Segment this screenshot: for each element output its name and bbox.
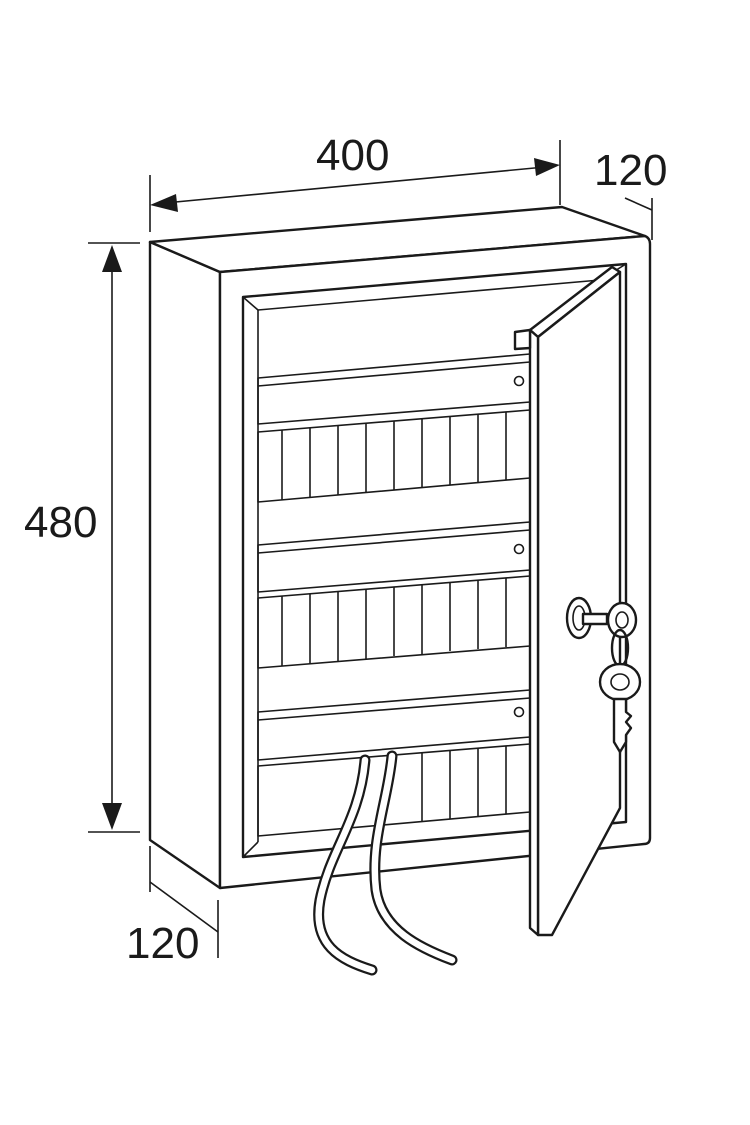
second-key-blade-icon: [612, 697, 633, 754]
width-dimension: 400: [149, 131, 561, 232]
door-hinge-tab: [513, 328, 532, 351]
cable-right-inner: [371, 752, 456, 964]
key-bow-hole: [615, 611, 629, 629]
rail-3-screw: [513, 706, 525, 718]
width-arrow-right: [534, 158, 560, 176]
door-side: [528, 328, 540, 937]
depth-top-label: 120: [594, 146, 667, 195]
width-label: 400: [316, 131, 389, 180]
height-arrow-bottom: [102, 803, 122, 830]
depth-bottom-dimension: 120: [126, 846, 219, 968]
inner-bottom-edge: [242, 841, 259, 858]
second-key-bow-icon: [598, 662, 642, 702]
height-dimension: 480: [24, 242, 140, 833]
hooks-row-3-dividers: [421, 746, 507, 821]
key-rail-2-lip: [257, 529, 531, 554]
depth-top-ext: [624, 197, 653, 211]
hooks-row-2-dividers: [281, 578, 507, 666]
key-shaft: [581, 612, 609, 626]
cabinet-door[interactable]: [513, 265, 622, 937]
key-bow-icon: [606, 601, 638, 639]
width-dim-line: [164, 166, 546, 204]
cables: [313, 750, 458, 976]
key-rail-3-lip: [257, 697, 531, 721]
depth-top-dimension: 120: [594, 146, 667, 240]
cabinet-left-side: [148, 240, 222, 890]
depth-bottom-dim-line: [149, 881, 219, 933]
height-arrow-top: [102, 245, 122, 272]
key-rail-1-lip: [257, 361, 531, 387]
second-key-bow-hole: [610, 673, 630, 691]
hooks-row-1-dividers: [281, 412, 507, 500]
cable-left-inner: [315, 756, 376, 974]
lock-assembly[interactable]: [565, 596, 642, 754]
width-arrow-left: [150, 194, 178, 212]
depth-bottom-label: 120: [126, 919, 199, 968]
height-label: 480: [24, 498, 97, 547]
rail-2-screw: [513, 543, 525, 555]
rail-1-screw: [513, 375, 525, 387]
